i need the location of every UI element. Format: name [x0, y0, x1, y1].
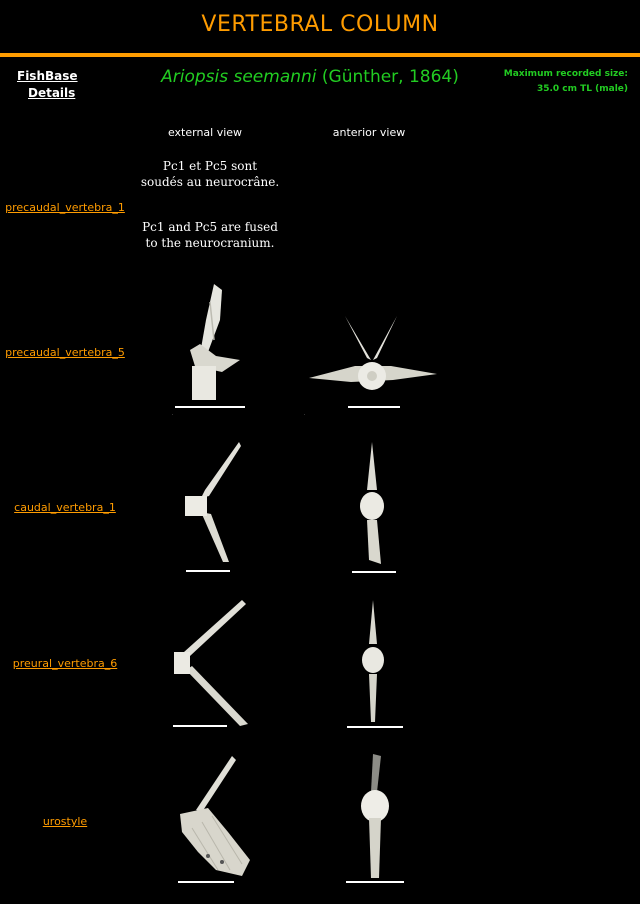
fishbase-link-line1: FishBase: [17, 69, 78, 83]
scale-bar: [346, 881, 404, 883]
preural-vertebra-6-external-image: [174, 600, 248, 726]
column-header-external: external view: [167, 126, 243, 139]
row-link-urostyle[interactable]: urostyle: [42, 815, 88, 828]
scale-bar: [348, 406, 400, 408]
scale-bar: [347, 726, 403, 728]
fishbase-link-line2: Details: [28, 86, 76, 100]
scale-bar: [178, 881, 234, 883]
title-divider: [0, 53, 640, 57]
image-caption: ·: [172, 412, 174, 417]
max-size-label: Maximum recorded size:: [503, 69, 628, 79]
note-french: Pc1 et Pc5 sont soudés au neurocrâne.: [140, 159, 280, 189]
scale-bar: [175, 406, 245, 408]
row-link-precaudal-vertebra-5[interactable]: precaudal_vertebra_5: [5, 346, 125, 359]
urostyle-anterior-image: [361, 754, 389, 878]
caudal-vertebra-1-anterior-image: [360, 442, 384, 564]
column-header-anterior: anterior view: [332, 126, 406, 139]
species-author: (Günther, 1864): [321, 67, 459, 87]
max-size-info: Maximum recorded size: 35.0 cm TL (male): [468, 67, 628, 97]
scale-bar: [352, 571, 396, 573]
caudal-vertebra-1-external-image: [185, 442, 241, 562]
precaudal-vertebra-5-anterior-image: [309, 316, 437, 390]
fishbase-details-link[interactable]: FishBase Details: [17, 68, 78, 102]
scale-bar: [173, 725, 227, 727]
scale-bar: [186, 570, 230, 572]
species-name: Ariopsis seemanni (Günther, 1864): [140, 67, 480, 87]
preural-vertebra-6-anterior-image: [362, 600, 384, 722]
precaudal-vertebra-5-external-image: [190, 284, 240, 400]
image-caption: ·: [304, 412, 306, 417]
urostyle-external-image: [180, 756, 250, 876]
row-link-precaudal-vertebra-1[interactable]: precaudal_vertebra_1: [5, 201, 125, 214]
row-link-caudal-vertebra-1[interactable]: caudal_vertebra_1: [14, 501, 116, 514]
max-size-value: 35.0 cm TL (male): [536, 84, 628, 94]
row-link-preural-vertebra-6[interactable]: preural_vertebra_6: [12, 657, 118, 670]
note-english: Pc1 and Pc5 are fused to the neurocraniu…: [142, 220, 278, 250]
species-binomial: Ariopsis seemanni: [161, 67, 317, 87]
page-title: VERTEBRAL COLUMN: [201, 12, 439, 37]
